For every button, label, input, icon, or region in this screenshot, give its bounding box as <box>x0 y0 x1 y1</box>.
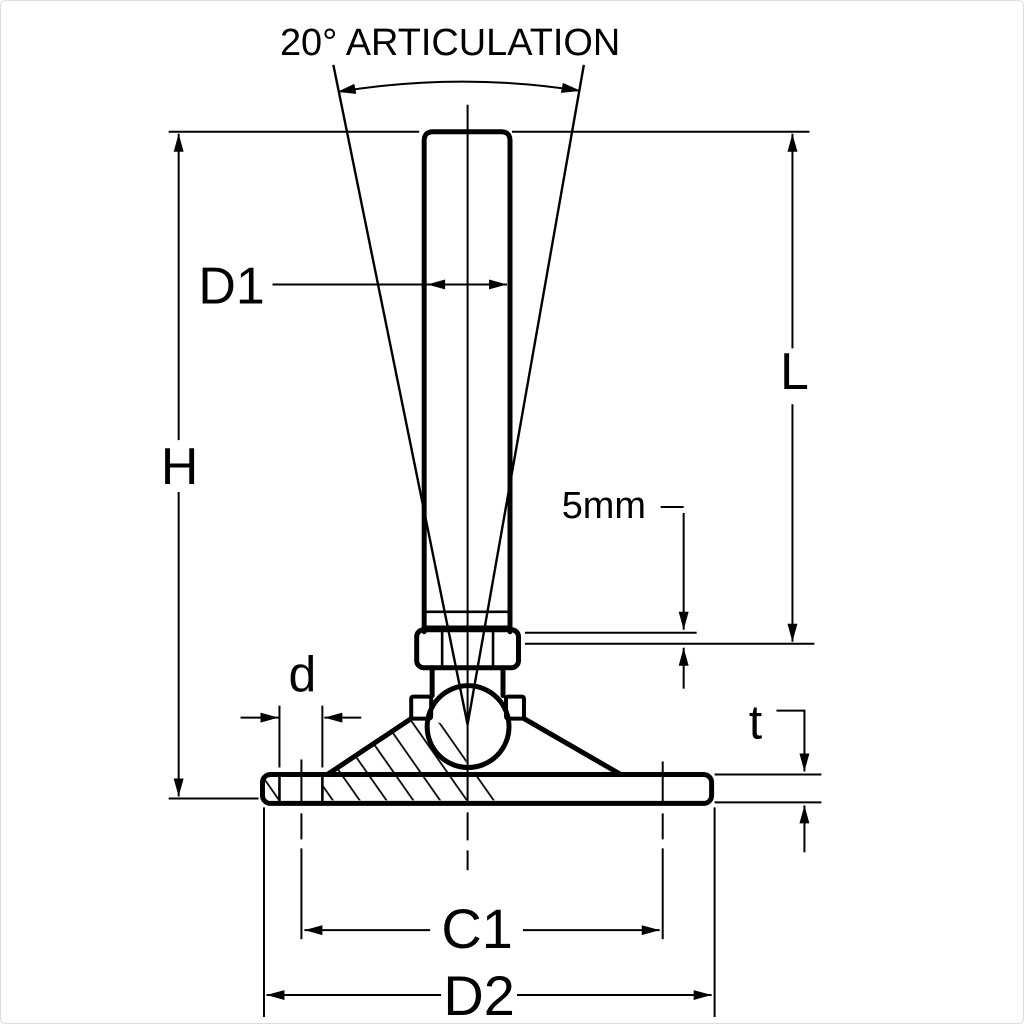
label-h: H <box>161 437 198 495</box>
dimension-5mm <box>524 506 815 689</box>
label-5mm: 5mm <box>562 485 646 527</box>
cone-line-right <box>466 64 586 725</box>
socket-lip-right <box>504 694 526 721</box>
label-articulation: 20° ARTICULATION <box>280 22 620 64</box>
dimension-t <box>714 709 822 853</box>
dimension-h <box>168 130 420 800</box>
boss-slope-right <box>521 716 624 777</box>
dimension-d2 <box>262 807 716 1018</box>
cone-line-left <box>332 64 469 725</box>
label-t: t <box>749 697 762 750</box>
socket-lip-left <box>409 694 434 721</box>
label-d2: D2 <box>443 964 514 1023</box>
dimension-d <box>240 705 362 768</box>
label-l: L <box>780 342 809 400</box>
arc-arrow-left <box>337 83 357 94</box>
section-hatch <box>264 720 500 801</box>
label-d: d <box>289 647 317 703</box>
dimension-l <box>512 130 810 642</box>
arc-arrow-right <box>560 82 581 93</box>
label-d1: D1 <box>198 256 264 314</box>
articulation-cone <box>332 64 586 725</box>
label-c1: C1 <box>441 897 512 960</box>
articulation-arc <box>338 80 581 93</box>
boss-slope-left <box>324 716 414 777</box>
base-flange <box>259 771 715 806</box>
base-plate <box>259 716 715 806</box>
